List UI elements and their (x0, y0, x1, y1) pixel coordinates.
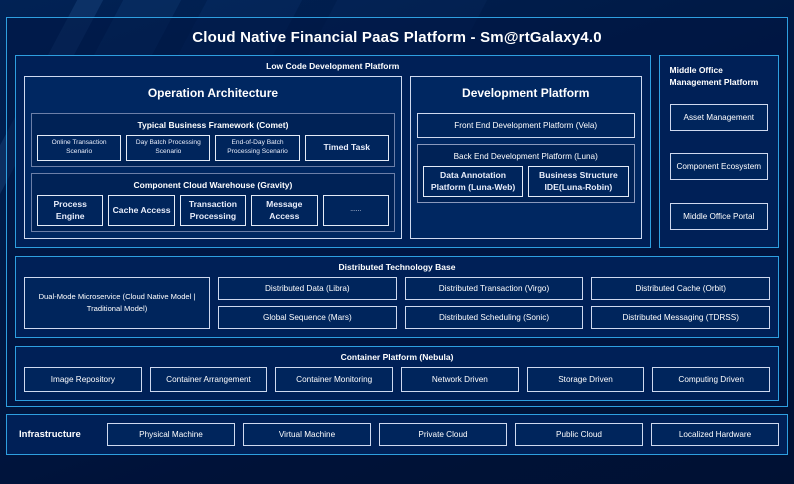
item-more-ellipsis[interactable]: ...... (322, 195, 389, 227)
container-platform-title: Container Platform (Nebula) (340, 352, 454, 363)
item-data-annotation-platform[interactable]: Data Annotation Platform (Luna-Web) (422, 166, 524, 198)
item-distributed-data[interactable]: Distributed Data (Libra) (218, 277, 397, 301)
low-code-body: Operation Architecture Typical Business … (16, 76, 650, 247)
container-platform-items: Image Repository Container Arrangement C… (16, 367, 778, 400)
frame-body: Low Code Development Platform Operation … (7, 55, 787, 409)
middle-office-title: Middle Office Management Platform (669, 65, 759, 88)
item-global-sequence[interactable]: Global Sequence (Mars) (218, 306, 397, 330)
item-online-transaction-scenario[interactable]: Online Transaction Scenario (37, 135, 122, 161)
group-component-cloud-warehouse: Component Cloud Warehouse (Gravity) Proc… (31, 173, 395, 233)
operation-architecture-title: Operation Architecture (147, 86, 279, 100)
component-cloud-warehouse-items: Process Engine Cache Access Transaction … (37, 195, 389, 227)
panel-low-code-development-platform: Low Code Development Platform Operation … (15, 55, 651, 249)
panel-container-platform: Container Platform (Nebula) Image Reposi… (15, 346, 779, 402)
spacer (15, 338, 779, 346)
item-component-ecosystem[interactable]: Component Ecosystem (669, 153, 768, 181)
card-development-platform: Development Platform Front End Developme… (409, 76, 642, 240)
item-distributed-scheduling[interactable]: Distributed Scheduling (Sonic) (404, 306, 584, 330)
spacer (15, 248, 779, 256)
item-storage-driven[interactable]: Storage Driven (526, 367, 645, 393)
item-computing-driven[interactable]: Computing Driven (652, 367, 771, 393)
distributed-technology-grid: Distributed Data (Libra) Distributed Tra… (218, 277, 771, 330)
component-cloud-warehouse-title: Component Cloud Warehouse (Gravity) (133, 180, 293, 190)
typical-business-framework-items: Online Transaction Scenario Day Batch Pr… (37, 135, 389, 161)
item-day-batch-processing-scenario[interactable]: Day Batch Processing Scenario (126, 135, 211, 161)
item-dual-mode-microservice[interactable]: Dual-Mode Microservice (Cloud Native Mod… (24, 277, 210, 330)
development-platform-title: Development Platform (462, 86, 590, 100)
item-middle-office-portal[interactable]: Middle Office Portal (669, 203, 768, 231)
distributed-technology-base-title: Distributed Technology Base (338, 262, 456, 273)
item-private-cloud[interactable]: Private Cloud (379, 423, 507, 446)
panel-distributed-technology-base: Distributed Technology Base Dual-Mode Mi… (15, 256, 779, 339)
page-title: Cloud Native Financial PaaS Platform - S… (192, 29, 602, 46)
item-process-engine[interactable]: Process Engine (37, 195, 104, 227)
item-image-repository[interactable]: Image Repository (24, 367, 142, 393)
distributed-technology-base-body: Dual-Mode Microservice (Cloud Native Mod… (16, 277, 778, 337)
panel-infrastructure: Infrastructure Physical Machine Virtual … (6, 414, 788, 455)
distributed-technology-row-1: Distributed Data (Libra) Distributed Tra… (218, 277, 771, 301)
item-network-driven[interactable]: Network Driven (401, 367, 519, 393)
item-physical-machine[interactable]: Physical Machine (107, 423, 235, 446)
item-front-end-development-platform[interactable]: Front End Development Platform (Vela) (416, 113, 635, 138)
item-cache-access[interactable]: Cache Access (108, 195, 175, 227)
group-typical-business-framework: Typical Business Framework (Comet) Onlin… (31, 113, 395, 167)
card-operation-architecture: Operation Architecture Typical Business … (24, 76, 402, 240)
middle-office-items: Asset Management Component Ecosystem Mid… (660, 93, 778, 248)
item-virtual-machine[interactable]: Virtual Machine (243, 423, 371, 446)
item-container-monitoring[interactable]: Container Monitoring (275, 367, 394, 393)
item-asset-management[interactable]: Asset Management (669, 103, 768, 131)
platform-outer-frame: Cloud Native Financial PaaS Platform - S… (6, 17, 788, 407)
item-distributed-messaging[interactable]: Distributed Messaging (TDRSS) (591, 306, 771, 330)
item-message-access[interactable]: Message Access (251, 195, 318, 227)
item-transaction-processing[interactable]: Transaction Processing (179, 195, 247, 227)
item-public-cloud[interactable]: Public Cloud (515, 423, 643, 446)
item-localized-hardware[interactable]: Localized Hardware (651, 423, 779, 446)
distributed-technology-row-2: Global Sequence (Mars) Distributed Sched… (218, 306, 771, 330)
panel-middle-office-management-platform: Middle Office Management Platform Asset … (658, 55, 779, 249)
back-end-items: Data Annotation Platform (Luna-Web) Busi… (422, 166, 629, 198)
item-business-structure-ide[interactable]: Business Structure IDE(Luna-Robin) (528, 166, 629, 198)
item-distributed-cache[interactable]: Distributed Cache (Orbit) (591, 277, 771, 301)
group-back-end-development-platform: Back End Development Platform (Luna) Dat… (416, 144, 635, 204)
top-row: Low Code Development Platform Operation … (15, 55, 779, 249)
item-timed-task[interactable]: Timed Task (304, 135, 389, 161)
back-end-development-platform-title: Back End Development Platform (Luna) (453, 152, 598, 161)
infrastructure-label: Infrastructure (19, 429, 81, 440)
low-code-platform-title: Low Code Development Platform (266, 61, 400, 71)
item-end-of-day-batch-processing-scenario[interactable]: End-of-Day Batch Processing Scenario (215, 135, 300, 161)
item-distributed-transaction[interactable]: Distributed Transaction (Virgo) (404, 277, 584, 301)
typical-business-framework-title: Typical Business Framework (Comet) (137, 120, 289, 130)
item-container-arrangement[interactable]: Container Arrangement (149, 367, 268, 393)
